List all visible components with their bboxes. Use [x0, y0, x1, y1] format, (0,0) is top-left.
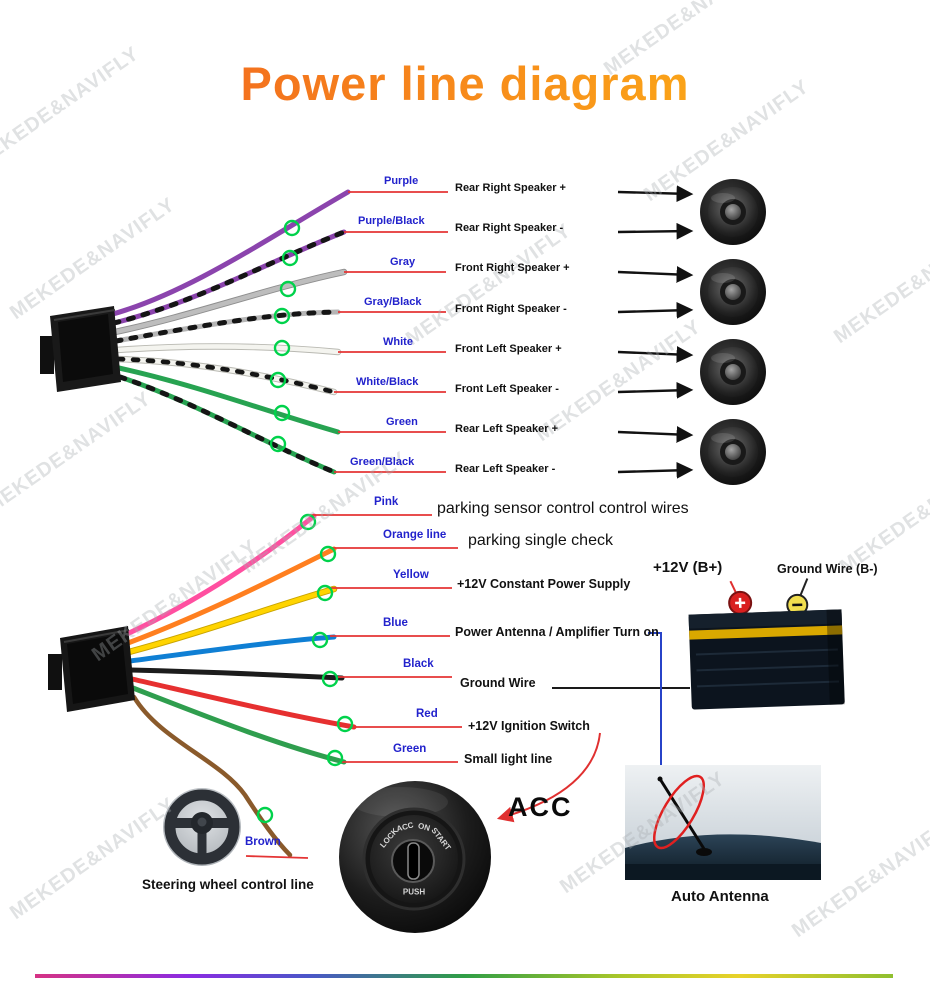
wire-function-label: parking sensor control control wires: [437, 500, 689, 517]
steering-wheel-caption: Steering wheel control line: [142, 877, 314, 892]
wire-color-label: Brown: [245, 836, 281, 848]
wire-function-label: +12V Ignition Switch: [468, 719, 590, 733]
wire-color-label: Gray: [390, 256, 416, 268]
battery-ground-label: Ground Wire (B-): [777, 562, 878, 576]
arrow-icon: [617, 222, 694, 240]
acc-label: ACC: [508, 792, 573, 822]
wire-function-label: Rear Right Speaker +: [455, 182, 566, 194]
wire-function-label: Small light line: [464, 752, 553, 766]
wire-function-label: Rear Left Speaker +: [455, 423, 559, 435]
wire-function-label: Front Right Speaker +: [455, 262, 570, 274]
ignition-switch-illustration: [339, 781, 491, 933]
connection-lines: [496, 632, 690, 823]
wire-purple-black-stripe: [111, 229, 347, 326]
wire-color-label: Gray/Black: [364, 296, 422, 308]
wire-pink: [124, 513, 317, 637]
speaker-rear-right: [700, 179, 766, 245]
wire-color-label: Blue: [383, 617, 408, 629]
bottom-harness-wires: [124, 513, 357, 858]
wire-green-black-stripe: [117, 374, 337, 475]
wire-white: [114, 344, 341, 355]
top-harness-wires: [110, 189, 351, 475]
arrow-icon: [617, 381, 694, 399]
wire-black: [128, 667, 345, 681]
antenna-highlight-oval: [653, 774, 705, 850]
wire-function-label: Rear Right Speaker -: [455, 222, 564, 234]
wire-color-label: Pink: [374, 496, 399, 508]
arrow-icon: [617, 346, 694, 363]
wire-function-label: Rear Left Speaker -: [455, 463, 556, 475]
wire-color-label: Green/Black: [350, 456, 415, 468]
arrow-icon: [617, 461, 694, 479]
wire-purple: [110, 189, 351, 317]
wire-function-label: parking single check: [468, 532, 613, 549]
top-harness-connector: [40, 306, 121, 392]
wire-color-label: Purple/Black: [358, 215, 425, 227]
speaker-rear-left: [700, 419, 766, 485]
wire-gray: [112, 269, 347, 335]
wire-function-label: +12V Constant Power Supply: [457, 577, 631, 591]
bottom-harness-connector: [48, 626, 135, 712]
antenna-photo: [625, 765, 821, 880]
arrow-icon: [617, 426, 694, 443]
wire-function-label: Ground Wire: [460, 676, 536, 690]
wire-color-label: Green: [393, 743, 427, 755]
antenna-caption: Auto Antenna: [671, 888, 769, 905]
bottom-divider: [35, 974, 893, 978]
wire-red: [129, 676, 357, 730]
wire-function-label: Front Right Speaker -: [455, 303, 567, 315]
wire-color-label: Green: [386, 416, 418, 428]
speaker-front-right: [700, 259, 766, 325]
wire-color-label: Yellow: [393, 569, 429, 581]
wire-color-label: Red: [416, 708, 438, 720]
pointer-lines-red: [245, 191, 462, 859]
wire-brown: [131, 694, 293, 858]
wire-color-label: White/Black: [356, 376, 419, 388]
antenna-link: [648, 632, 668, 779]
arrow-icon: [617, 185, 694, 203]
wire-function-label: Front Left Speaker -: [455, 383, 559, 395]
key-slot: [407, 842, 420, 880]
page-title: Power line diagram: [0, 56, 930, 111]
wire-function-label: Front Left Speaker +: [455, 343, 562, 355]
wire-green: [116, 365, 341, 435]
wire-yellow: [126, 586, 337, 655]
arrow-icon: [617, 266, 694, 283]
speaker-front-left: [700, 339, 766, 405]
wire-orange: [125, 546, 337, 646]
wire-function-label: Power Antenna / Amplifier Turn on: [455, 625, 659, 639]
battery-illustration: [688, 578, 845, 710]
speaker-arrows: [617, 185, 694, 479]
wire-color-label: Purple: [384, 175, 419, 187]
wire-color-label: Orange line: [383, 529, 447, 541]
knob-text-push: PUSH: [402, 887, 426, 897]
wire-gray-black-stripe: [113, 309, 341, 344]
wire-markers: [256, 219, 354, 824]
steering-wheel-icon: [163, 788, 241, 866]
arrow-icon: [617, 301, 694, 319]
ignition-link: [496, 732, 601, 823]
wire-color-label: Black: [403, 658, 434, 670]
wire-white-black-stripe: [115, 356, 337, 395]
wire-green-bottom: [130, 685, 347, 765]
wire-color-label: White: [383, 336, 413, 348]
battery-positive-label: +12V (B+): [653, 559, 723, 576]
